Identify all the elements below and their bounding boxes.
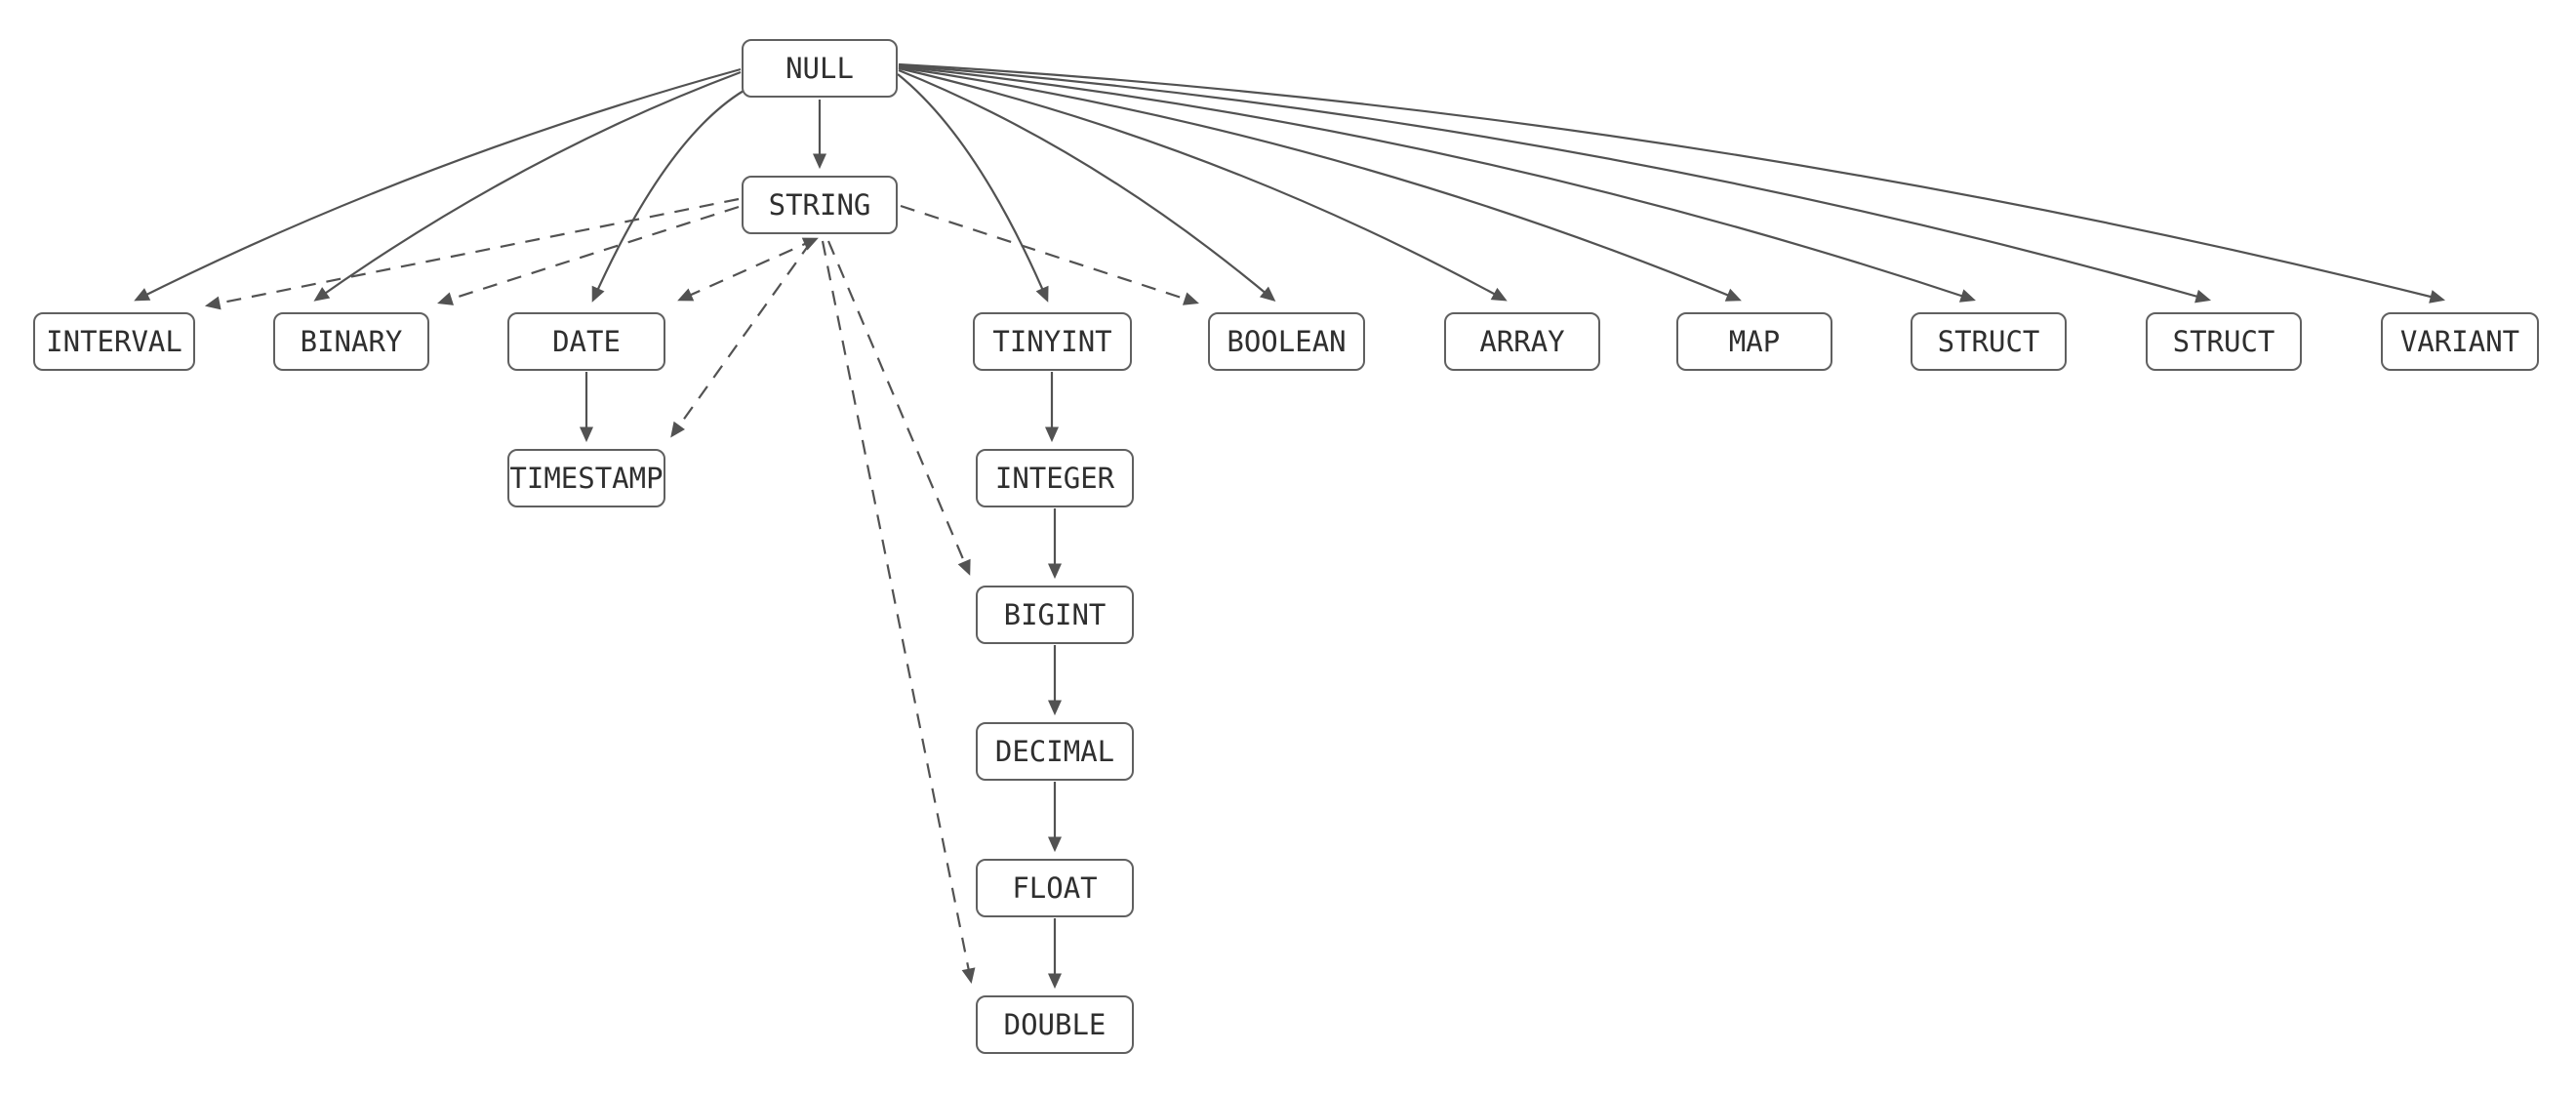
edge-null-to-interval xyxy=(134,67,742,302)
edge-null-to-variant xyxy=(898,62,2446,304)
node-decimal: DECIMAL xyxy=(976,722,1134,781)
edge-null-to-binary xyxy=(313,70,742,302)
edge-null-to-boolean xyxy=(898,68,1276,303)
node-variant: VARIANT xyxy=(2381,312,2539,371)
node-bigint: BIGINT xyxy=(976,586,1134,644)
edge-string-to-binary xyxy=(437,205,740,305)
node-boolean: BOOLEAN xyxy=(1208,312,1365,371)
edge-string-to-boolean xyxy=(900,204,1199,305)
node-timestamp: TIMESTAMP xyxy=(507,449,665,507)
node-integer: INTEGER xyxy=(976,449,1134,507)
node-null: NULL xyxy=(742,39,898,98)
node-interval: INTERVAL xyxy=(33,312,195,371)
edge-null-to-array xyxy=(898,66,1508,302)
node-struct-2: STRUCT xyxy=(2146,312,2302,371)
edge-string-to-interval xyxy=(204,197,740,310)
node-date: DATE xyxy=(507,312,665,371)
node-float: FLOAT xyxy=(976,859,1134,917)
edge-null-to-map xyxy=(898,65,1742,302)
node-binary: BINARY xyxy=(273,312,429,371)
node-struct-1: STRUCT xyxy=(1911,312,2067,371)
edge-null-to-struct-2 xyxy=(898,63,2211,304)
edge-null-to-tinyint xyxy=(897,73,1049,303)
edge-string-to-bigint xyxy=(826,240,971,576)
edge-string-to-timestamp xyxy=(670,241,812,438)
node-double: DOUBLE xyxy=(976,995,1134,1054)
node-string: STRING xyxy=(742,176,898,234)
node-map: MAP xyxy=(1676,312,1832,371)
node-tinyint: TINYINT xyxy=(973,312,1132,371)
edge-string-to-double xyxy=(821,240,976,985)
node-array: ARRAY xyxy=(1444,312,1600,371)
edge-null-to-date xyxy=(591,90,745,303)
edge-null-to-struct-1 xyxy=(898,64,1976,303)
edge-string-date-bidirectional xyxy=(677,237,819,302)
